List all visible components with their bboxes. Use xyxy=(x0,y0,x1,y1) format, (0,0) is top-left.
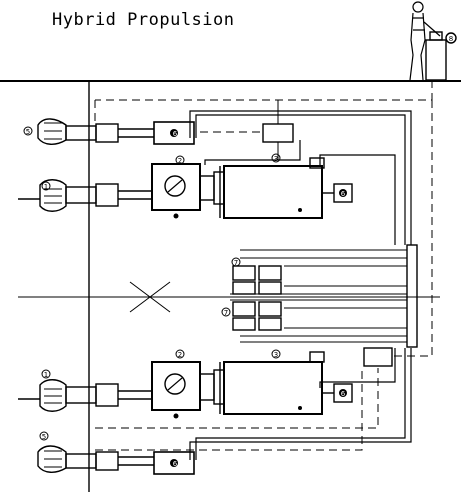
label-shaft-upper: 1 xyxy=(44,183,48,191)
controller-box-lower xyxy=(363,347,393,367)
label-prop-lower: 5 xyxy=(42,433,46,441)
shaft-line-lower xyxy=(18,379,152,412)
centerline-cross-b xyxy=(129,281,171,313)
electric-motor-upper xyxy=(153,121,195,145)
label-prop-upper: 5 xyxy=(26,128,30,136)
label-shaft-lower: 1 xyxy=(44,371,48,379)
label-gearbox-lower: 2 xyxy=(178,351,182,359)
converter-group-upper xyxy=(232,265,282,295)
label-engine-lower: 3 xyxy=(274,351,278,359)
label-switchboard-upper: 7 xyxy=(234,259,238,267)
label-generator-lower: 6 xyxy=(341,390,346,398)
propeller-lower xyxy=(37,445,154,473)
diagram-title: Hybrid Propulsion xyxy=(52,10,235,30)
callout-markers xyxy=(23,32,457,441)
controller-box-upper xyxy=(262,123,294,143)
callout-labels: 8 5 1 2 3 6 6 7 7 1 2 3 6 6 5 xyxy=(26,35,453,468)
shaft-line-upper xyxy=(18,179,152,212)
operator-figure xyxy=(409,1,441,81)
gearbox-lower xyxy=(151,361,225,419)
electric-motor-lower xyxy=(153,451,195,475)
label-switchboard-lower: 7 xyxy=(224,309,228,317)
label-motor-upper: 6 xyxy=(173,130,178,138)
label-generator-upper: 6 xyxy=(341,190,346,198)
switchboard-bus xyxy=(406,244,418,348)
converter-group-lower xyxy=(232,301,282,331)
engine-lower xyxy=(219,351,353,415)
power-cables xyxy=(189,110,412,460)
control-lines xyxy=(94,80,433,451)
engine-upper xyxy=(219,157,353,219)
label-engine-upper: 3 xyxy=(274,155,278,163)
gearbox-upper xyxy=(151,163,225,219)
switchboard-lines xyxy=(230,249,407,343)
propeller-upper xyxy=(37,118,154,145)
label-motor-lower: 6 xyxy=(173,460,178,468)
label-gearbox-upper: 2 xyxy=(178,157,182,165)
label-console: 8 xyxy=(449,35,453,43)
